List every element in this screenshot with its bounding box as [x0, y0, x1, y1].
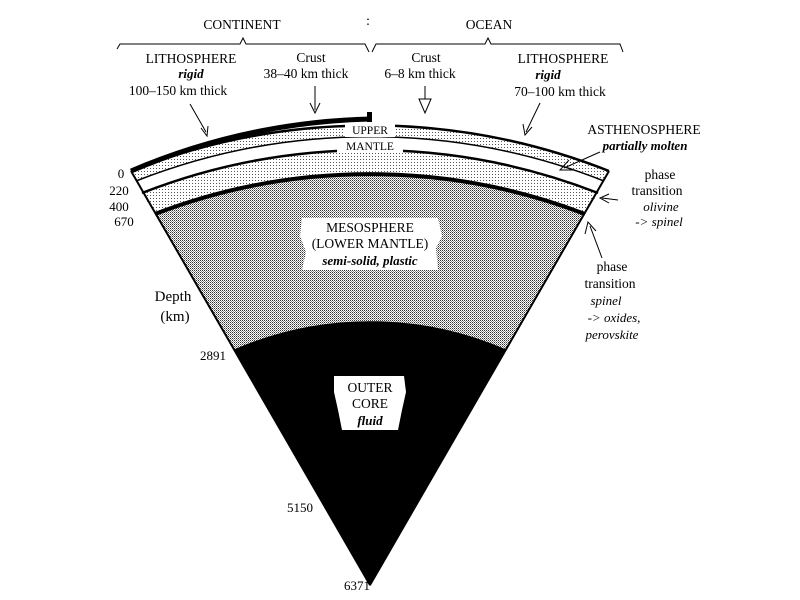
depth-tick-670: 670	[114, 214, 134, 229]
mesosphere-label-box	[300, 218, 442, 270]
continent-label: CONTINENT	[203, 17, 281, 32]
asthenosphere-property: partially molten	[602, 138, 688, 153]
phase-transition-1-line3: olivine	[643, 199, 679, 214]
continental-crust-line	[130, 116, 371, 174]
mesosphere-property: semi-solid, plastic	[321, 253, 418, 268]
continent-ocean-divider	[367, 112, 372, 122]
oceanic-lithosphere-title: LITHOSPHERE	[518, 51, 609, 66]
depth-tick-400: 400	[109, 199, 129, 214]
phase-transition-1-line2: transition	[632, 183, 683, 198]
phase-transition-1-line1: phase	[645, 167, 676, 182]
upper-mantle-label-bg-1	[345, 123, 395, 137]
depth-tick-6371: 6371	[344, 578, 370, 593]
asthenosphere-shell	[136, 136, 604, 193]
upper-mantle-line1: UPPER	[352, 125, 388, 137]
phase-transition-2-line3: spinel	[590, 293, 621, 308]
depth-tick-0: 0	[118, 166, 125, 181]
mesosphere-line1: MESOSPHERE	[326, 220, 414, 235]
wedge-left-edge	[130, 170, 371, 586]
phase-transition-1-line4: -> spinel	[635, 214, 683, 229]
oceanic-crust-title: Crust	[411, 50, 441, 65]
outer-core-label-box	[334, 376, 406, 430]
continental-crust-thickness: 38–40 km thick	[264, 66, 349, 81]
phase-transition-2-line5: perovskite	[585, 327, 639, 342]
ocean-brace	[371, 36, 624, 53]
continental-lithosphere-title: LITHOSPHERE	[146, 51, 237, 66]
wedge-right-edge	[369, 170, 610, 586]
outer-core-property: fluid	[357, 413, 383, 428]
ocean-label: OCEAN	[466, 17, 513, 32]
oceanic-crust-thickness: 6–8 km thick	[384, 66, 455, 81]
lithosphere-shell	[131, 125, 609, 181]
phase-transition-2-line4: -> oxides,	[588, 310, 641, 325]
outer-core	[233, 321, 507, 586]
outer-core-line1: OUTER	[348, 380, 393, 395]
depth-axis-label-1: Depth	[155, 289, 192, 305]
phase-transition-2-line2: transition	[585, 276, 636, 291]
continental-lithosphere-pointer	[189, 103, 207, 133]
mesosphere-line2: (LOWER MANTLE)	[312, 236, 429, 251]
depth-axis-label-2: (km)	[160, 309, 189, 325]
continent-brace	[116, 36, 370, 53]
outer-core-line2: CORE	[352, 396, 388, 411]
boundary-670-line	[154, 172, 586, 216]
continental-lithosphere-property: rigid	[178, 66, 204, 81]
depth-tick-5150: 5150	[287, 500, 313, 515]
depth-tick-220: 220	[109, 183, 129, 198]
depth-tick-2891: 2891	[200, 348, 226, 363]
upper-mantle-label-bg-2	[337, 139, 403, 153]
phase-transition-1-pointer	[601, 197, 619, 201]
phase-transition-2-pointer	[589, 225, 603, 259]
continental-lithosphere-thickness: 100–150 km thick	[129, 83, 227, 98]
asthenosphere-pointer	[563, 151, 601, 169]
oceanic-lithosphere-pointer	[525, 102, 541, 133]
asthenosphere-title: ASTHENOSPHERE	[587, 122, 700, 137]
upper-mantle-shell	[142, 150, 598, 214]
oceanic-lithosphere-property: rigid	[535, 67, 561, 82]
phase-transition-2-line1: phase	[597, 259, 628, 274]
continental-crust-title: Crust	[296, 50, 326, 65]
header-colon: :	[366, 13, 370, 28]
upper-mantle-line2: MANTLE	[346, 141, 394, 153]
oceanic-lithosphere-thickness: 70–100 km thick	[514, 84, 606, 99]
